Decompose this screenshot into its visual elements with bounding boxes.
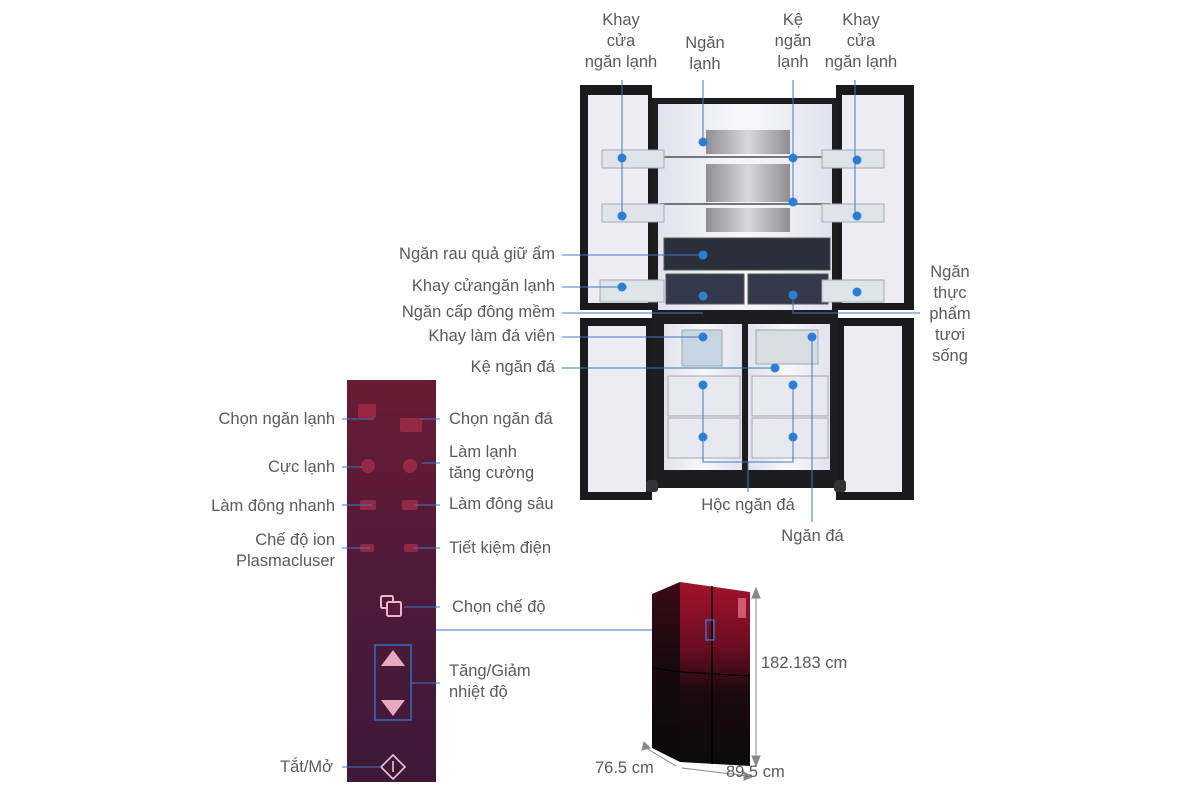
triangle-up-icon	[381, 650, 405, 666]
label-line: phẩm	[929, 305, 971, 323]
label-line: sống	[932, 347, 968, 365]
dot-crisper	[698, 250, 708, 260]
fridge-marker-dots	[617, 137, 862, 442]
dot-cold-shelf-1	[788, 153, 798, 163]
label-line: nhiệt độ	[449, 683, 508, 701]
label-eco: Tiết kiệm điện	[449, 539, 552, 557]
dot-door-tray-right-1	[852, 155, 862, 165]
label-ion-mode: Chế độ ion Plasmacluser	[150, 530, 335, 572]
dot-freezer-drawer-1	[698, 380, 708, 390]
label-line: Kệ	[782, 11, 804, 29]
label-freezer: Ngăn đá	[781, 527, 844, 545]
label-line: cửa	[846, 32, 876, 50]
triangle-down-icon	[381, 700, 405, 716]
label-boost-cool: Làm lạnh tăng cường	[449, 442, 534, 484]
label-door-tray-right: Khay cửa ngăn lạnh	[815, 10, 907, 73]
label-line: Tăng/Giảm	[449, 662, 531, 680]
label-select-freezer: Chọn ngăn đá	[449, 410, 553, 428]
label-door-tray-lower: Khay cửangăn lạnh	[411, 277, 555, 295]
dot-door-tray-left-2	[617, 211, 627, 221]
label-line: tươi	[934, 326, 966, 344]
dot-cold-compartment	[698, 137, 708, 147]
label-freezer-drawer: Hộc ngăn đá	[701, 496, 795, 514]
panel-leader-lines	[342, 418, 706, 768]
label-cold-shelf: Kệ ngăn lạnh	[760, 10, 826, 73]
label-quick-freeze: Làm đông nhanh	[211, 497, 335, 515]
label-line: tăng cường	[449, 464, 535, 482]
label-select-cold: Chọn ngăn lạnh	[218, 410, 335, 428]
dot-freezer-drawer-4	[788, 432, 798, 442]
display-highlight	[705, 619, 715, 641]
label-ice-shelf: Kệ ngăn đá	[470, 358, 555, 376]
dot-freezer-drawer-3	[788, 380, 798, 390]
label-depth: 76.5 cm	[595, 759, 654, 777]
dot-freezer	[807, 332, 817, 342]
label-width: 89.5 cm	[726, 763, 785, 781]
label-line: Khay	[602, 11, 640, 29]
label-line: cửa	[606, 32, 636, 50]
dimension-lines	[641, 586, 761, 781]
label-super-cool: Cực lạnh	[268, 458, 335, 476]
label-line: Ngăn	[685, 34, 725, 52]
closed-fridge-illustration	[651, 582, 751, 766]
dot-ice-tray	[698, 332, 708, 342]
label-door-tray-left: Khay cửa ngăn lạnh	[575, 10, 667, 73]
dot-fresh-food	[788, 290, 798, 300]
label-temp-adjust: Tăng/Giảm nhiệt độ	[449, 661, 531, 703]
label-line: Khay	[842, 11, 880, 29]
label-fresh-food: Ngăn thực phẩm tươi sống	[920, 262, 980, 367]
dot-door-tray-lower	[617, 282, 627, 292]
label-line: Làm lạnh	[449, 443, 517, 461]
control-panel-bg	[347, 380, 436, 782]
open-fridge-illustration	[580, 85, 914, 500]
label-line: lạnh	[689, 55, 721, 73]
label-line: ngăn	[774, 32, 812, 50]
fridge-side	[652, 582, 680, 762]
label-line: thực	[933, 284, 967, 302]
dot-freezer-drawer-2	[698, 432, 708, 442]
label-line: ngăn lạnh	[824, 53, 898, 71]
label-line: Chế độ ion	[255, 531, 335, 549]
label-cold-compartment: Ngăn lạnh	[670, 33, 740, 75]
mode-select-icon	[380, 595, 402, 617]
dot-door-tray-right-2	[852, 211, 862, 221]
label-deep-freeze: Làm đông sâu	[449, 495, 554, 513]
dot-ice-shelf	[770, 363, 780, 373]
label-crisper: Ngăn rau quả giữ ẩm	[399, 245, 555, 263]
label-line: ngăn lạnh	[584, 53, 658, 71]
label-power: Tắt/Mở	[280, 758, 333, 776]
label-line: lạnh	[777, 53, 809, 71]
label-ice-tray: Khay làm đá viên	[428, 327, 555, 345]
dot-door-tray-left-1	[617, 153, 627, 163]
control-panel	[347, 380, 436, 782]
label-line: Plasmacluser	[235, 552, 335, 570]
dot-soft-freeze	[698, 291, 708, 301]
fridge-leader-lines	[562, 80, 920, 522]
dot-door-tray-lower-right	[852, 287, 862, 297]
label-soft-freeze: Ngăn cấp đông mềm	[401, 303, 555, 321]
power-icon	[379, 753, 407, 781]
label-mode-select: Chọn chế độ	[452, 598, 546, 616]
dot-cold-shelf-2	[788, 197, 798, 207]
label-line: Ngăn	[930, 263, 970, 281]
label-height: 182.183 cm	[761, 654, 848, 672]
